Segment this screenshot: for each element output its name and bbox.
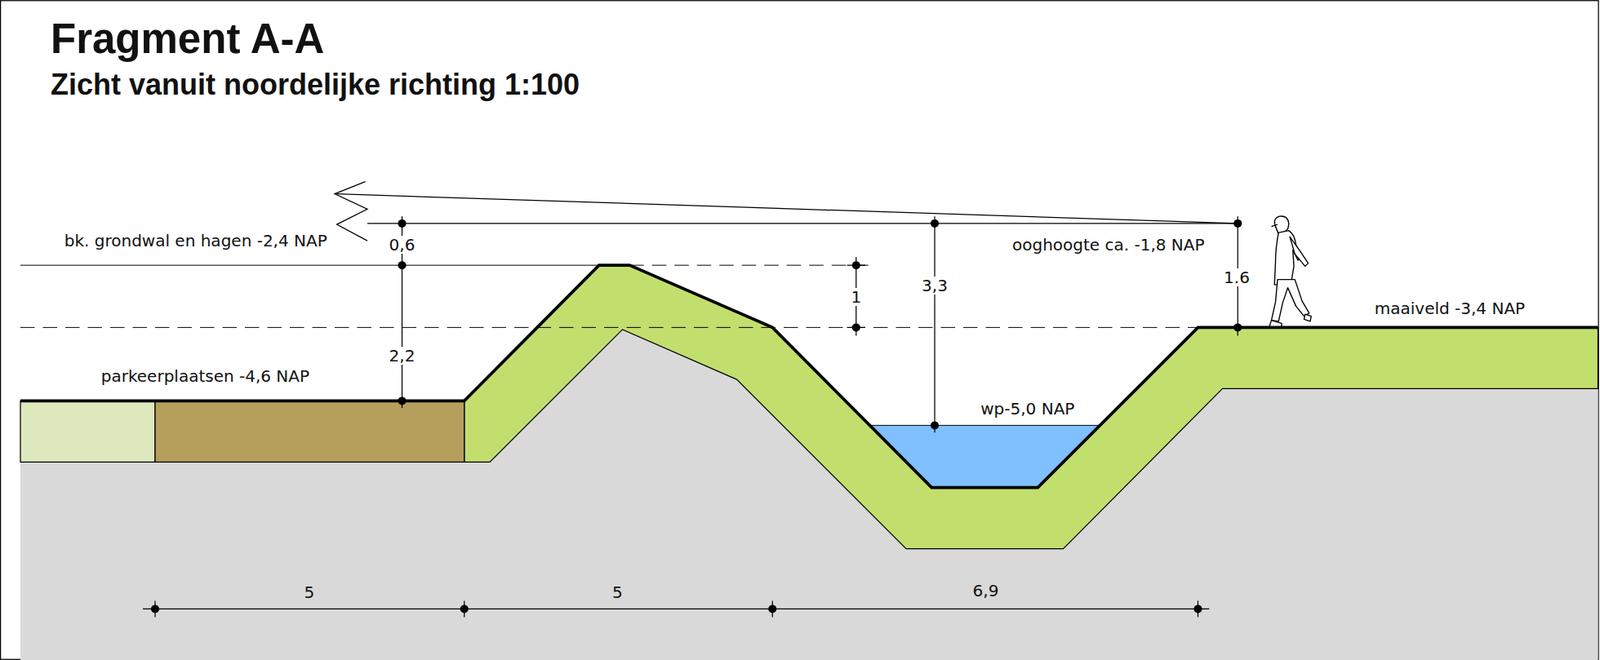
- dimension-value: 5: [612, 583, 623, 602]
- dimension-value: 0,6: [387, 235, 418, 254]
- level-label: ooghoogte ca. -1,8 NAP: [1012, 235, 1205, 254]
- diagram-title: Fragment A-A: [50, 16, 325, 63]
- dimension-value: 1.6: [1222, 268, 1252, 287]
- diagram-subtitle: Zicht vanuit noordelijke richting 1:100: [50, 68, 580, 102]
- level-label: maaiveld -3,4 NAP: [1374, 299, 1525, 318]
- dimension-value: 6,9: [973, 582, 1000, 600]
- dimension-value: 5: [303, 583, 315, 602]
- level-label: bk. grondwal en hagen -2,4 NAP: [64, 231, 328, 250]
- level-label: wp-5,0 NAP: [980, 400, 1075, 418]
- dimension-value: 3,3: [920, 276, 950, 295]
- dimension-value: 1: [848, 288, 863, 307]
- level-label: parkeerplaatsen -4,6 NAP: [101, 367, 310, 386]
- dimension-value: 2,2: [387, 346, 418, 365]
